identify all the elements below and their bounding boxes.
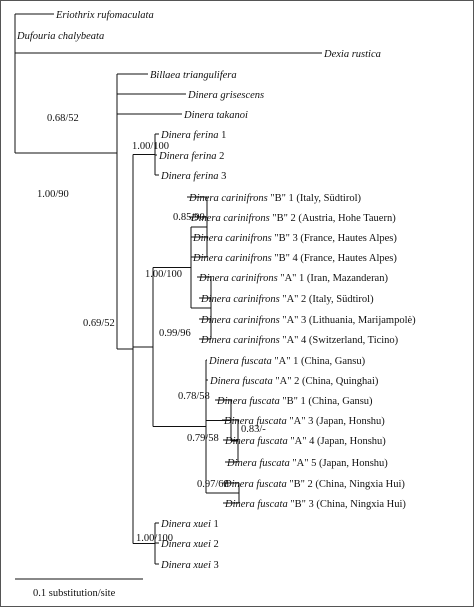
species-name: Dinera carinifrons (198, 273, 278, 284)
support-value: 1.00/100 (132, 141, 169, 152)
species-name: Dinera carinifrons (200, 294, 280, 305)
support-value: 0.79/58 (187, 433, 219, 444)
tip-label: Dinera ferina 2 (158, 151, 224, 162)
tip-label: Dinera fuscata "B" 2 (China, Ningxia Hui… (223, 479, 405, 490)
tip-label: Dinera xuei 1 (160, 519, 219, 530)
support-value: 0.83/- (241, 424, 266, 435)
species-name: Dinera carinifrons (192, 233, 272, 244)
support-value: 0.78/58 (178, 391, 210, 402)
specimen-info: 2 (216, 151, 224, 162)
tip-label: Billaea triangulifera (150, 70, 237, 81)
specimen-info: "A" 1 (China, Gansu) (272, 356, 366, 367)
tip-label: Dinera fuscata "A" 2 (China, Quinghai) (209, 376, 379, 387)
specimen-info: "A" 5 (Japan, Honshu) (290, 458, 389, 469)
species-name: Dinera carinifrons (200, 315, 280, 326)
specimen-info: "A" 3 (Lithuania, Marijampolė) (280, 315, 416, 326)
tip-label: Dinera carinifrons "A" 1 (Iran, Mazander… (198, 273, 388, 284)
species-name: Dinera fuscata (226, 458, 290, 469)
species-name: Dinera fuscata (216, 396, 280, 407)
specimen-info: "B" 3 (China, Ningxia Hui) (288, 499, 407, 510)
species-name: Dinera carinifrons (192, 253, 272, 264)
species-name: Dinera fuscata (208, 356, 272, 367)
species-name: Dufouria chalybeata (16, 31, 104, 42)
species-name: Dinera ferina (158, 151, 216, 162)
tip-label: Dinera fuscata "A" 4 (Japan, Honshu) (224, 436, 386, 447)
specimen-info: "A" 1 (Iran, Mazanderan) (278, 273, 389, 284)
support-value: 0.68/52 (47, 113, 79, 124)
tip-label: Dinera fuscata "B" 3 (China, Ningxia Hui… (224, 499, 406, 510)
tip-label: Dinera grisescens (187, 90, 264, 101)
specimen-info: 2 (211, 539, 219, 550)
specimen-info: "B" 3 (France, Hautes Alpes) (272, 233, 398, 244)
support-value: 0.85/90 (173, 212, 205, 223)
species-name: Dinera ferina (160, 171, 218, 182)
specimen-info: "B" 2 (Austria, Hohe Tauern) (270, 213, 397, 224)
specimen-info: "B" 1 (China, Gansu) (280, 396, 373, 407)
species-name: Dinera carinifrons (200, 335, 280, 346)
species-name: Dinera fuscata (209, 376, 273, 387)
tip-label: Dinera ferina 3 (160, 171, 226, 182)
support-value: 1.00/100 (145, 269, 182, 280)
support-value: 0.69/52 (83, 318, 115, 329)
tip-label: Dinera ferina 1 (160, 130, 226, 141)
branches-group (14, 13, 322, 565)
specimen-info: "A" 4 (Switzerland, Ticino) (280, 335, 399, 346)
tip-label: Dinera fuscata "A" 3 (Japan, Honshu) (223, 416, 385, 427)
specimen-info: "A" 2 (China, Quinghai) (273, 376, 379, 387)
tip-label: Dinera carinifrons "A" 2 (Italy, Südtiro… (200, 294, 374, 305)
scale-bar-label: 0.1 substitution/site (33, 588, 116, 599)
species-name: Dinera carinifrons (188, 193, 268, 204)
specimen-info: "A" 4 (Japan, Honshu) (288, 436, 387, 447)
specimen-info: "B" 1 (Italy, Südtirol) (268, 193, 362, 204)
tip-label: Dinera fuscata "B" 1 (China, Gansu) (216, 396, 373, 407)
tip-label: Dinera carinifrons "B" 1 (Italy, Südtiro… (188, 193, 362, 204)
tip-label: Dinera fuscata "A" 1 (China, Gansu) (208, 356, 366, 367)
tip-label: Dinera carinifrons "B" 3 (France, Hautes… (192, 233, 397, 244)
specimen-info: "A" 2 (Italy, Südtirol) (280, 294, 374, 305)
specimen-info: "B" 4 (France, Hautes Alpes) (272, 253, 398, 264)
support-value: 0.97/68 (197, 479, 229, 490)
specimen-info: 3 (218, 171, 226, 182)
tip-label: Eriothrix rufomaculata (55, 10, 154, 21)
specimen-info: "B" 2 (China, Ningxia Hui) (287, 479, 406, 490)
tip-label: Dufouria chalybeata (16, 31, 104, 42)
species-name: Dexia rustica (323, 49, 381, 60)
species-name: Dinera fuscata (224, 436, 288, 447)
species-name: Dinera ferina (160, 130, 218, 141)
species-name: Dinera fuscata (224, 499, 288, 510)
species-name: Dinera fuscata (223, 479, 287, 490)
species-name: Dinera xuei (160, 519, 211, 530)
support-value: 0.99/96 (159, 328, 191, 339)
tip-label: Dinera xuei 2 (160, 539, 219, 550)
tip-label: Dinera carinifrons "A" 4 (Switzerland, T… (200, 335, 399, 346)
species-name: Dinera xuei (160, 539, 211, 550)
species-name: Dinera fuscata (223, 416, 287, 427)
tip-label: Dinera fuscata "A" 5 (Japan, Honshu) (226, 458, 388, 469)
support-value: 1.00/100 (136, 533, 173, 544)
species-name: Dinera carinifrons (190, 213, 270, 224)
support-values-group: 0.68/52 1.00/90 1.00/100 0.69/52 0.85/90 1.00… (37, 113, 266, 544)
support-value: 1.00/90 (37, 189, 69, 200)
tip-label: Dinera carinifrons "B" 2 (Austria, Hohe … (190, 213, 396, 224)
species-name: Billaea triangulifera (150, 70, 237, 81)
tip-label: Dinera carinifrons "B" 4 (France, Hautes… (192, 253, 397, 264)
species-name: Dinera grisescens (187, 90, 264, 101)
specimen-info: 1 (218, 130, 226, 141)
tip-label: Dinera takanoi (183, 110, 248, 121)
specimen-info: 3 (211, 560, 219, 571)
tip-label: Dinera xuei 3 (160, 560, 219, 571)
species-name: Eriothrix rufomaculata (55, 10, 154, 21)
species-name: Dinera xuei (160, 560, 211, 571)
specimen-info: "A" 3 (Japan, Honshu) (287, 416, 386, 427)
tip-label: Dexia rustica (323, 49, 381, 60)
tip-label: Dinera carinifrons "A" 3 (Lithuania, Mar… (200, 315, 416, 326)
specimen-info: 1 (211, 519, 219, 530)
species-name: Dinera takanoi (183, 110, 248, 121)
